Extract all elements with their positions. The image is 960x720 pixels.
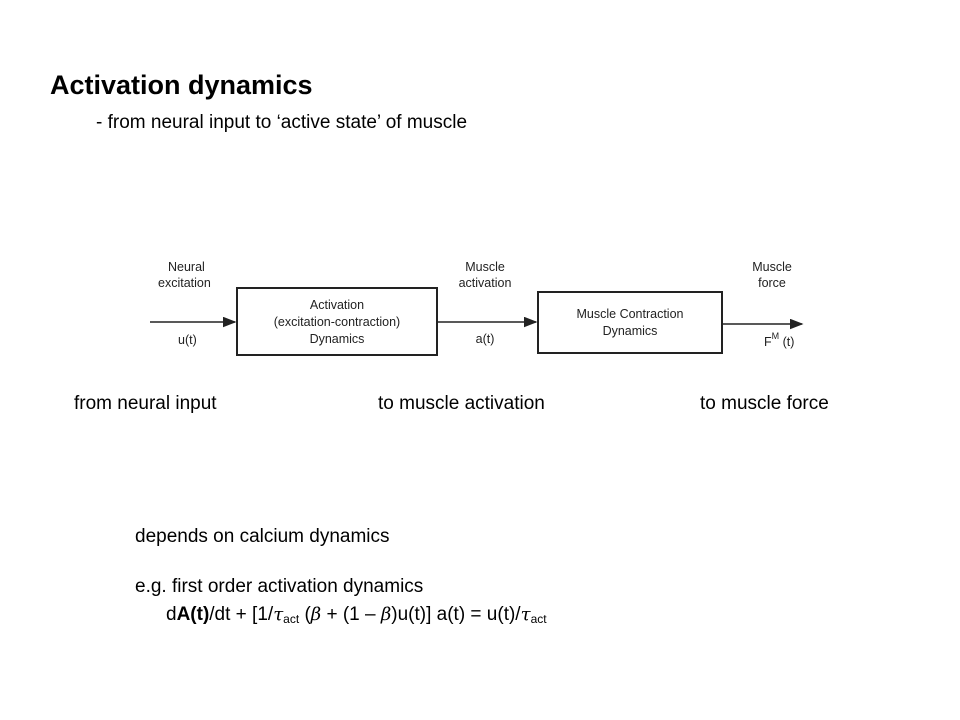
activation-block-line2: (excitation-contraction)	[274, 315, 400, 329]
equation-part: + (1 –	[321, 604, 381, 625]
force-signal-label: FM (t)	[764, 331, 794, 349]
equation-part: d	[166, 604, 177, 625]
neural-excitation-label-line2: excitation	[158, 276, 211, 290]
tau-subscript: act	[283, 612, 300, 626]
slide-subtitle: - from neural input to ‘active state’ of…	[96, 112, 468, 133]
equation-intro: e.g. first order activation dynamics	[135, 576, 424, 597]
caption-muscle-activation: to muscle activation	[378, 393, 545, 414]
muscle-activation-label-line1: Muscle	[465, 260, 505, 274]
activation-block-line1: Activation	[310, 298, 364, 312]
muscle-contraction-block	[537, 291, 723, 354]
caption-neural-input: from neural input	[74, 393, 217, 414]
equation-part: (	[299, 604, 311, 625]
equation-bold-term: A(t)	[176, 604, 210, 625]
tau-subscript: act	[530, 612, 547, 626]
equation-part: /dt + [1/	[209, 604, 274, 625]
equation-part: )u(t)] a(t) = u(t)/	[391, 604, 521, 625]
neural-excitation-label-line1: Neural	[168, 260, 205, 274]
input-signal-label: u(t)	[178, 333, 197, 347]
calcium-note: depends on calcium dynamics	[135, 526, 390, 547]
caption-muscle-force: to muscle force	[700, 393, 829, 414]
muscle-activation-label-line2: activation	[459, 276, 512, 290]
block-diagram: Neural excitation u(t) Activation (excit…	[150, 260, 804, 356]
activation-equation: dA(t)/dt + [1/τact (β + (1 – β)u(t)] a(t…	[166, 604, 547, 626]
beta-symbol: β	[310, 604, 322, 625]
tau-symbol: τ	[520, 604, 531, 625]
tau-symbol: τ	[273, 604, 284, 625]
slide-title: Activation dynamics	[50, 70, 313, 100]
muscle-force-label-line2: force	[758, 276, 786, 290]
muscle-force-label-line1: Muscle	[752, 260, 792, 274]
beta-symbol: β	[380, 604, 392, 625]
contraction-block-line1: Muscle Contraction	[577, 307, 684, 321]
contraction-block-line2: Dynamics	[603, 324, 658, 338]
activation-block-line3: Dynamics	[310, 332, 365, 346]
activation-signal-label: a(t)	[476, 332, 495, 346]
activation-dynamics-block	[236, 287, 438, 356]
